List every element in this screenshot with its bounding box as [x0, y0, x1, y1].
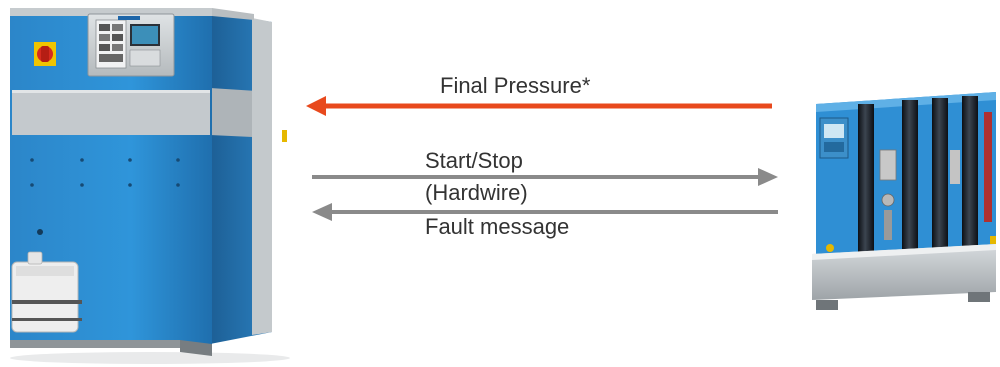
- compressor-unit-icon: [10, 8, 290, 364]
- final-pressure-arrow: [306, 96, 772, 116]
- fault-message-label: Fault message: [425, 214, 570, 239]
- final-pressure-label: Final Pressure*: [440, 73, 591, 98]
- hardwire-label: (Hardwire): [425, 180, 528, 205]
- start-stop-arrow: [312, 168, 778, 186]
- start-stop-label: Start/Stop: [425, 148, 523, 173]
- gas-storage-panel-icon: [812, 92, 996, 310]
- fault-message-arrow: [312, 203, 778, 221]
